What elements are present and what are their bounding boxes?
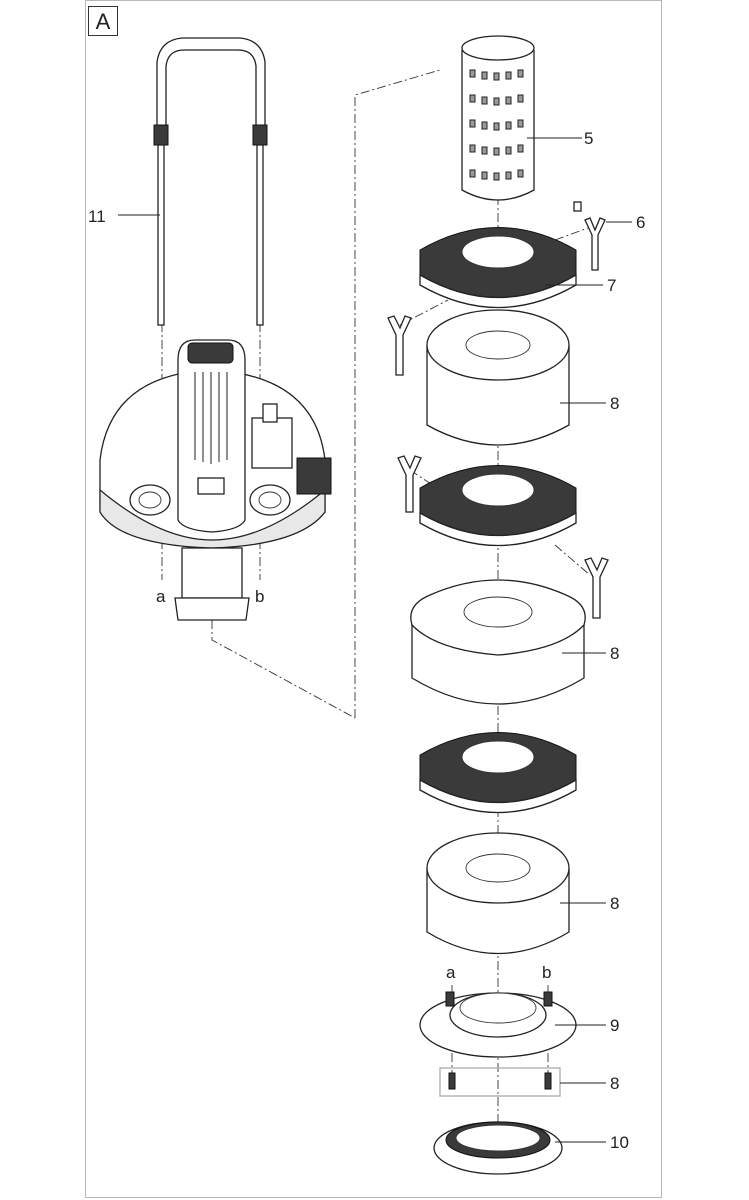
callout-10: 10	[610, 1133, 629, 1152]
part-foam-lower	[426, 832, 570, 955]
base-plate-pin-a	[445, 991, 455, 1007]
filter-housing	[99, 339, 332, 621]
handle-rod-left	[157, 144, 165, 326]
foam-top-center	[465, 330, 531, 360]
part-filter-tube	[461, 35, 535, 201]
callout-8-lower: 8	[610, 894, 619, 913]
connector-b-housing: b	[255, 587, 264, 606]
part-filter-tray-top	[419, 227, 577, 309]
uv-unit-display	[187, 342, 234, 364]
housing-rim	[99, 488, 326, 549]
callout-numbers: 11 5 6 7 8 8 8 9 8 10	[88, 129, 645, 1152]
housing-outlet-collar	[174, 597, 250, 621]
housing-outlet-pipe	[181, 547, 243, 599]
tray-low-center-hole	[461, 740, 535, 774]
callout-8-top: 8	[610, 394, 619, 413]
callout-8-screws: 8	[610, 1074, 619, 1093]
part-clips	[387, 201, 609, 619]
inlet-port-left-opening	[138, 491, 162, 509]
part-foam-middle	[410, 579, 586, 705]
base-ring-center	[455, 1124, 541, 1152]
handle-rod-right	[256, 144, 264, 326]
tray-mid-rim	[419, 511, 577, 547]
cable-gland	[296, 457, 332, 495]
axis-housing-to-stack	[354, 69, 441, 718]
callout-11: 11	[88, 207, 106, 226]
handle-clip-right	[252, 124, 268, 146]
callout-5: 5	[584, 129, 593, 148]
screw-right	[544, 1072, 552, 1090]
filter-tube-top-rim	[461, 35, 535, 61]
axis-housing-bottom	[211, 620, 356, 719]
callout-6: 6	[636, 213, 645, 232]
part-screws	[439, 1067, 561, 1097]
tray-low-rim	[419, 778, 577, 814]
foam-low-center	[465, 853, 531, 883]
clip-top-right	[584, 217, 606, 271]
handle	[153, 37, 268, 326]
base-plate-center	[459, 992, 537, 1024]
part-base-ring	[433, 1121, 563, 1175]
handle-grip	[156, 37, 266, 131]
connector-a-housing: a	[156, 587, 166, 606]
flow-valve	[251, 417, 293, 469]
uv-unit-badge	[197, 477, 225, 495]
part-foam-top	[426, 309, 570, 446]
clip-right-lower	[584, 557, 609, 619]
tray-mid-center-hole	[461, 473, 535, 507]
callout-7: 7	[607, 276, 616, 295]
flow-valve-knob	[262, 403, 278, 423]
part-filter-tray-lower	[419, 732, 577, 814]
part-filter-tray-middle	[419, 465, 577, 547]
inlet-port-right-opening	[258, 491, 282, 509]
part-base-plate	[419, 991, 577, 1058]
callout-9: 9	[610, 1016, 619, 1035]
tray-top-center-hole	[461, 235, 535, 269]
clip-left-upper	[387, 315, 412, 376]
axis-clip-right-top	[554, 227, 589, 241]
screw-box	[439, 1067, 561, 1097]
connector-a-base: a	[446, 963, 456, 982]
leader-lines	[118, 137, 632, 1143]
connector-b-base: b	[542, 963, 551, 982]
screw-left	[448, 1072, 456, 1090]
foam-mid-center	[463, 596, 533, 628]
base-plate-pin-b	[543, 991, 553, 1007]
axis-clip-right-mid	[554, 544, 591, 576]
clip-left-lower	[397, 455, 422, 513]
connection-letters: a b a b	[156, 587, 551, 982]
figure-frame	[85, 0, 662, 1198]
callout-8-middle: 8	[610, 644, 619, 663]
filter-tube-perforations	[469, 69, 524, 181]
figure-label: A	[88, 6, 118, 36]
clip-pin	[573, 201, 582, 212]
handle-clip-left	[153, 124, 169, 146]
uv-unit-vents	[194, 372, 228, 464]
